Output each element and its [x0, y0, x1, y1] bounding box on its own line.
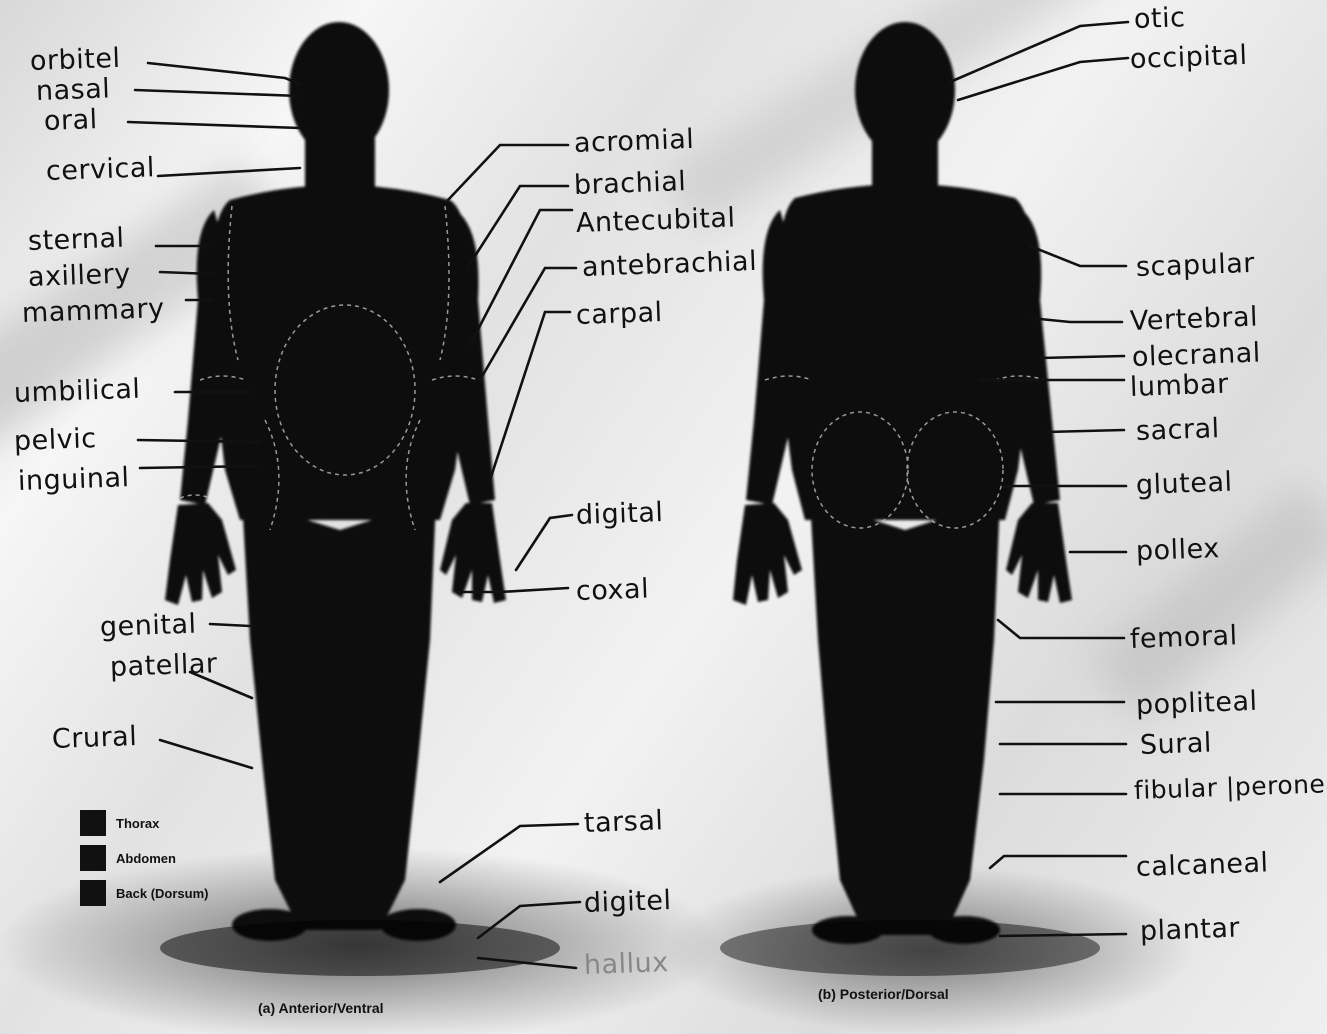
- label-occipital: occipital: [1129, 40, 1247, 75]
- leader-sacral: [1046, 430, 1124, 432]
- legend-thorax: Thorax: [80, 810, 159, 836]
- leader-coxal: [458, 588, 568, 592]
- legend-swatch: [80, 845, 106, 871]
- leader-plantar: [1000, 934, 1126, 936]
- leader-olecranal: [1040, 356, 1124, 358]
- label-umbilical: umbilical: [13, 374, 140, 409]
- label-mammary: mammary: [21, 293, 165, 329]
- label-pollex: pollex: [1135, 533, 1220, 567]
- leader-femoral: [998, 620, 1124, 638]
- label-sacral: sacral: [1135, 413, 1220, 447]
- leader-occipital: [958, 58, 1128, 100]
- label-digital-hand: digital: [575, 497, 663, 531]
- label-sural: Sural: [1139, 727, 1212, 760]
- label-vertebral: Vertebral: [1129, 302, 1258, 337]
- label-tarsal: tarsal: [583, 805, 663, 839]
- leader-genital: [210, 624, 250, 626]
- label-nasal: nasal: [35, 73, 110, 107]
- label-antecubital: Antecubital: [575, 202, 736, 239]
- label-acromial: acromial: [573, 124, 694, 159]
- legend-swatch: [80, 810, 106, 836]
- label-crural: Crural: [51, 721, 137, 755]
- label-olecranal: olecranal: [1131, 338, 1261, 373]
- label-plantar: plantar: [1139, 913, 1240, 947]
- leader-axillary: [160, 272, 212, 274]
- label-orbital: orbitel: [29, 43, 120, 77]
- label-pelvic: pelvic: [13, 423, 97, 457]
- leader-hallux: [478, 958, 576, 968]
- leader-cervical: [158, 168, 300, 176]
- label-axillary: axillery: [27, 258, 131, 293]
- leader-crural: [160, 740, 252, 768]
- leader-nasal: [135, 90, 300, 96]
- label-sternal: sternal: [27, 223, 125, 257]
- label-gluteal: gluteal: [1135, 467, 1233, 501]
- label-otic: otic: [1133, 2, 1186, 35]
- caption-anterior: (a) Anterior/Ventral: [258, 1000, 384, 1016]
- leader-scapular: [1030, 246, 1126, 266]
- label-cervical: cervical: [45, 152, 155, 187]
- label-patellar: patellar: [109, 648, 218, 683]
- label-lumbar: lumbar: [1129, 369, 1229, 403]
- leader-oral: [128, 122, 300, 128]
- leader-acromial: [448, 145, 568, 200]
- label-genital: genital: [99, 609, 197, 643]
- legend-swatch: [80, 880, 106, 906]
- leader-brachial: [466, 186, 568, 270]
- label-calcaneal: calcaneal: [1135, 847, 1269, 883]
- leader-otic: [950, 22, 1128, 82]
- caption-posterior: (b) Posterior/Dorsal: [818, 986, 949, 1002]
- leader-digital-foot: [478, 902, 580, 938]
- leader-orbital: [148, 63, 300, 84]
- label-popliteal: popliteal: [1135, 686, 1258, 721]
- legend-back: Back (Dorsum): [80, 880, 208, 906]
- label-inguinal: inguinal: [17, 462, 130, 497]
- label-scapular: scapular: [1135, 248, 1255, 283]
- leader-tarsal: [440, 824, 578, 882]
- legend-label: Abdomen: [116, 851, 176, 866]
- label-coxal: coxal: [575, 573, 649, 607]
- leader-pelvic: [138, 440, 260, 442]
- leader-calcaneal: [990, 856, 1126, 868]
- leader-antecubital: [470, 210, 572, 345]
- label-hallux: hallux: [583, 947, 669, 981]
- legend-abdomen: Abdomen: [80, 845, 176, 871]
- leader-vertebral: [1030, 318, 1122, 322]
- legend-label: Back (Dorsum): [116, 886, 208, 901]
- label-oral: oral: [43, 104, 98, 137]
- label-digital-foot: digitel: [583, 885, 672, 919]
- label-antebrachial: antebrachial: [581, 246, 757, 283]
- label-femoral: femoral: [1129, 620, 1238, 655]
- leader-carpal: [490, 312, 570, 480]
- leader-inguinal: [140, 466, 258, 468]
- leader-digital-hand: [516, 515, 572, 570]
- label-carpal: carpal: [575, 297, 663, 331]
- legend-label: Thorax: [116, 816, 159, 831]
- label-brachial: brachial: [573, 166, 686, 201]
